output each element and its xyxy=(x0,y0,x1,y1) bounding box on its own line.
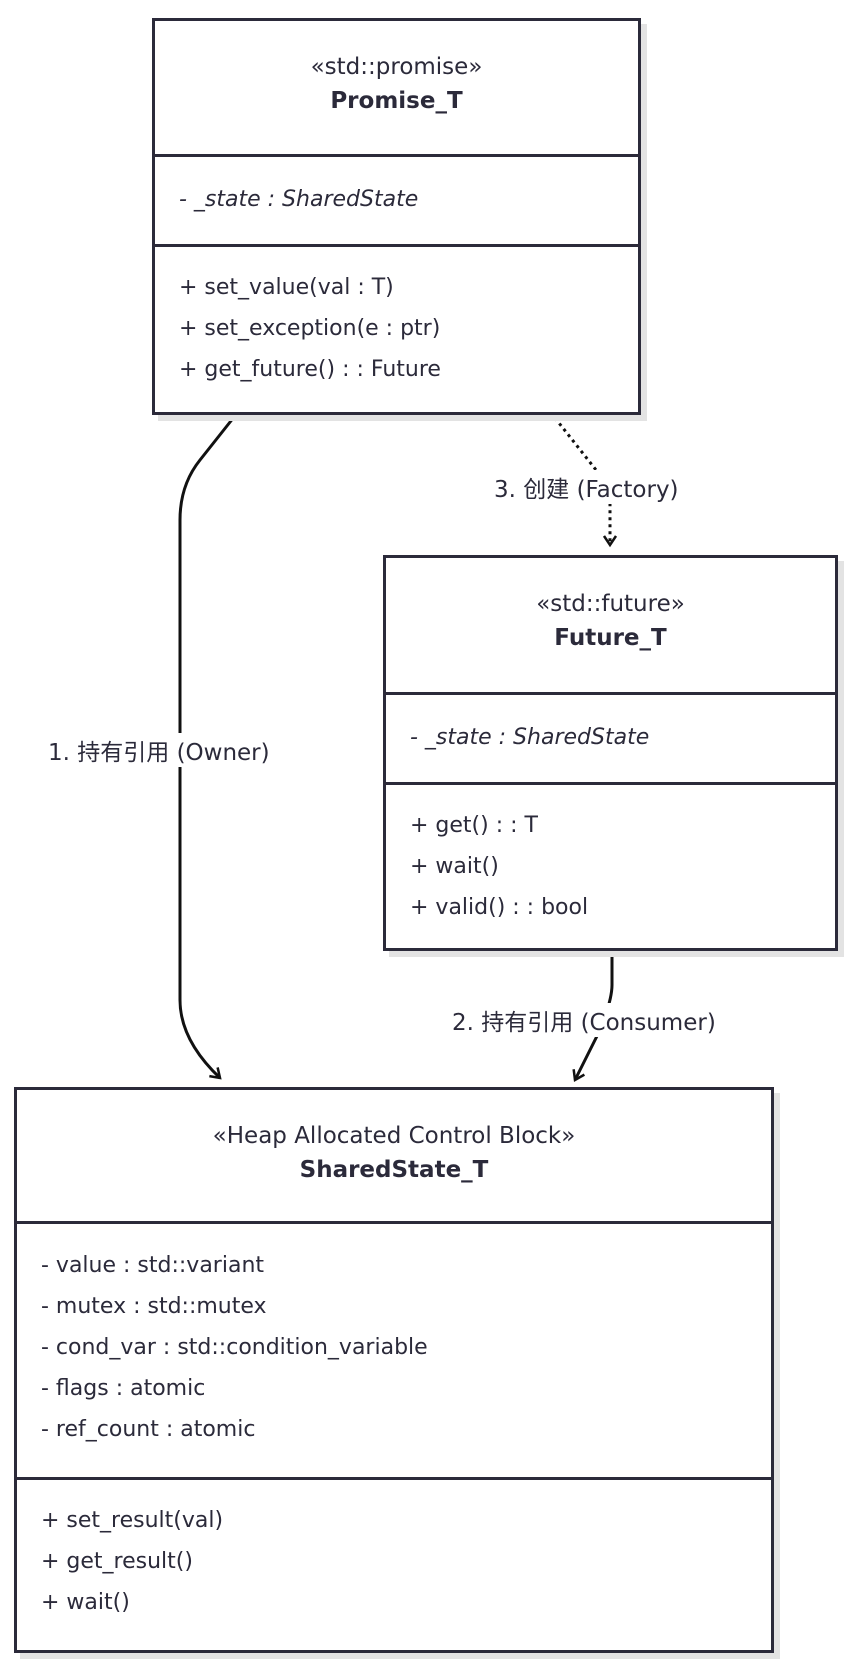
promise-op-set-value: + set_value(val : T) xyxy=(179,275,394,300)
future-class-header: «std::future» Future_T xyxy=(386,558,835,695)
future-stereotype: «std::future» xyxy=(536,591,685,617)
promise-op-get-future: + get_future() : : Future xyxy=(179,357,441,382)
future-attr-state: - _state : SharedState xyxy=(410,725,650,750)
sharedstate-class-name: SharedState_T xyxy=(299,1157,489,1183)
factory-edge-label: 3. 创建 (Factory) xyxy=(490,470,683,504)
promise-attributes: - _state : SharedState xyxy=(155,157,638,247)
sharedstate-attr-value: - value : std::variant xyxy=(41,1253,265,1278)
future-attributes: - _state : SharedState xyxy=(386,695,835,785)
future-op-valid: + valid() : : bool xyxy=(410,895,589,920)
promise-class: «std::promise» Promise_T - _state : Shar… xyxy=(152,18,641,415)
future-op-wait: + wait() xyxy=(410,854,499,879)
future-class-name: Future_T xyxy=(554,625,667,651)
sharedstate-op-set-result: + set_result(val) xyxy=(41,1508,224,1533)
sharedstate-class: «Heap Allocated Control Block» SharedSta… xyxy=(14,1087,774,1653)
future-class: «std::future» Future_T - _state : Shared… xyxy=(383,555,838,951)
sharedstate-attributes: - value : std::variant - mutex : std::mu… xyxy=(17,1224,771,1480)
promise-class-header: «std::promise» Promise_T xyxy=(155,21,638,157)
sharedstate-attr-mutex: - mutex : std::mutex xyxy=(41,1294,267,1319)
future-operations: + get() : : T + wait() + valid() : : boo… xyxy=(386,785,835,928)
sharedstate-class-header: «Heap Allocated Control Block» SharedSta… xyxy=(17,1090,771,1224)
sharedstate-op-wait: + wait() xyxy=(41,1590,130,1615)
promise-attr-state: - _state : SharedState xyxy=(179,187,419,212)
future-op-get: + get() : : T xyxy=(410,813,538,838)
promise-operations: + set_value(val : T) + set_exception(e :… xyxy=(155,247,638,390)
sharedstate-attr-cond-var: - cond_var : std::condition_variable xyxy=(41,1335,428,1360)
consumer-edge-label: 2. 持有引用 (Consumer) xyxy=(448,1003,720,1037)
sharedstate-operations: + set_result(val) + get_result() + wait(… xyxy=(17,1480,771,1623)
sharedstate-stereotype: «Heap Allocated Control Block» xyxy=(212,1123,576,1149)
sharedstate-op-get-result: + get_result() xyxy=(41,1549,193,1574)
promise-class-name: Promise_T xyxy=(330,88,463,114)
promise-op-set-exception: + set_exception(e : ptr) xyxy=(179,316,441,341)
sharedstate-attr-flags: - flags : atomic xyxy=(41,1376,206,1401)
promise-stereotype: «std::promise» xyxy=(310,54,483,80)
sharedstate-attr-ref-count: - ref_count : atomic xyxy=(41,1417,256,1442)
owner-edge-label: 1. 持有引用 (Owner) xyxy=(44,733,274,767)
